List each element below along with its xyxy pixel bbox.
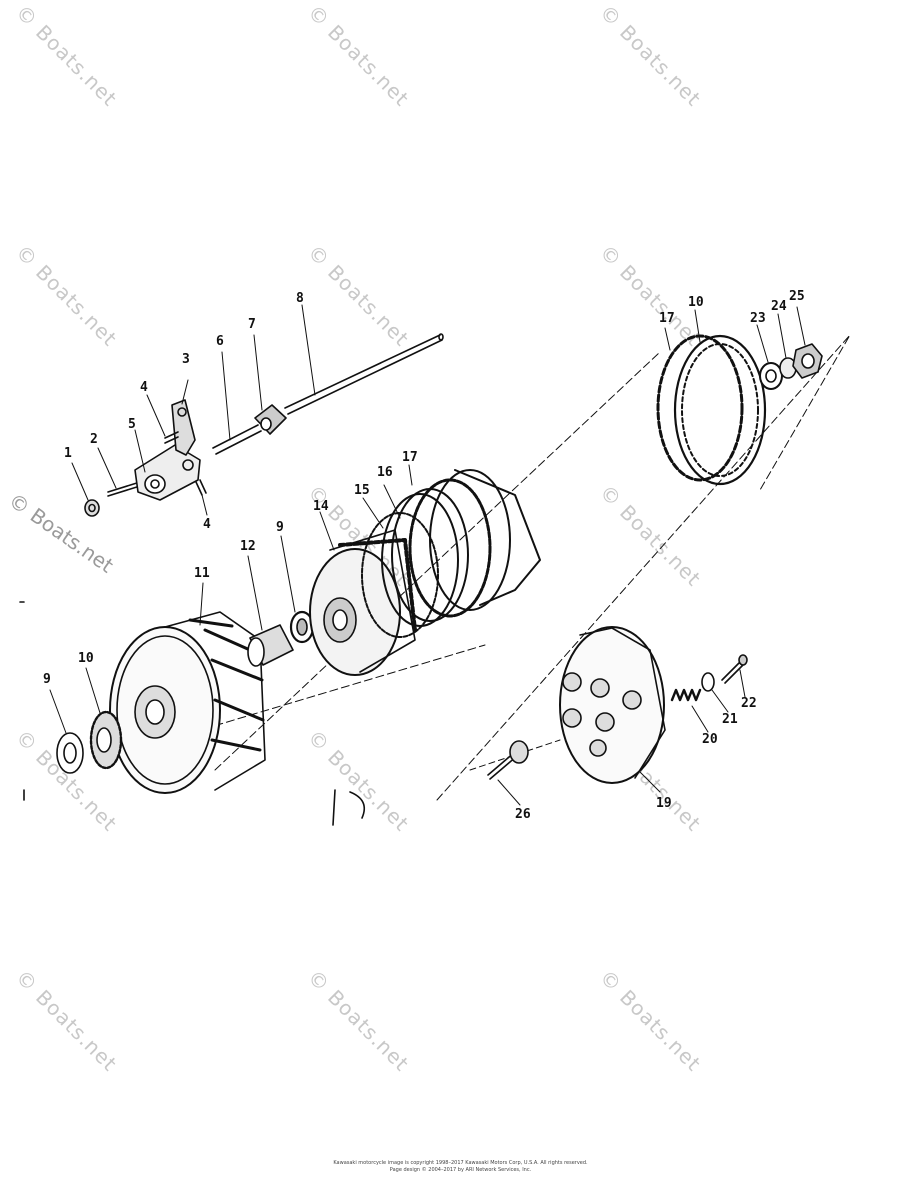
callout-4-lower: 4 bbox=[203, 517, 211, 532]
part-21-washer bbox=[701, 672, 715, 692]
fragment-mark bbox=[332, 789, 366, 826]
callout-26: 26 bbox=[515, 807, 531, 822]
callout-23: 23 bbox=[750, 311, 766, 326]
part-11-clutch-housing bbox=[109, 611, 266, 794]
leader-lines bbox=[49, 304, 806, 806]
callout-4-upper: 4 bbox=[140, 380, 148, 395]
part-3-lever bbox=[171, 399, 196, 456]
part-9-washer-lower bbox=[56, 732, 84, 774]
part-6-rod bbox=[212, 424, 262, 455]
callout-10-lower: 10 bbox=[78, 651, 94, 666]
footer-copyright-line-1: Kawasaki motorcycle image is copyright 1… bbox=[333, 1160, 588, 1166]
part-25-nut bbox=[792, 343, 823, 379]
callout-25: 25 bbox=[789, 289, 805, 304]
part-5-bracket bbox=[134, 444, 201, 501]
callout-8: 8 bbox=[296, 291, 304, 306]
assembly-line-right bbox=[436, 334, 851, 801]
callout-9-lower: 9 bbox=[43, 672, 51, 687]
assembly-line-pushrod bbox=[469, 739, 561, 771]
callout-9-upper: 9 bbox=[276, 520, 284, 535]
part-12-sleeve bbox=[247, 624, 294, 667]
callout-15: 15 bbox=[354, 483, 370, 498]
callout-5: 5 bbox=[128, 417, 136, 432]
part-4-screw-upper bbox=[164, 431, 179, 444]
callout-17-upper: 17 bbox=[659, 311, 675, 326]
part-26-pushrod bbox=[487, 740, 529, 780]
part-22-bolt bbox=[721, 654, 748, 684]
callout-12: 12 bbox=[240, 539, 256, 554]
part-7-bushing bbox=[254, 404, 287, 435]
part-14-clutch-hub bbox=[309, 529, 417, 676]
callout-21: 21 bbox=[722, 712, 738, 727]
callout-3: 3 bbox=[182, 352, 190, 367]
part-17-plate-stack bbox=[408, 469, 541, 618]
part-8-pushrod bbox=[284, 333, 444, 415]
part-20-spring bbox=[670, 688, 702, 702]
callout-1: 1 bbox=[64, 446, 72, 461]
callout-22: 22 bbox=[741, 696, 757, 711]
part-17-plate-upper bbox=[656, 334, 744, 482]
part-23-washer bbox=[759, 362, 783, 390]
callout-17-middle: 17 bbox=[402, 450, 418, 465]
callout-19: 19 bbox=[656, 796, 672, 811]
callout-20: 20 bbox=[702, 732, 718, 747]
callout-2: 2 bbox=[90, 432, 98, 447]
callout-14: 14 bbox=[313, 499, 329, 514]
callout-7: 7 bbox=[248, 317, 256, 332]
callout-11: 11 bbox=[194, 566, 210, 581]
part-18-plate-upper bbox=[673, 334, 767, 486]
callout-16: 16 bbox=[377, 465, 393, 480]
callout-24: 24 bbox=[771, 299, 787, 314]
callout-10-upper: 10 bbox=[688, 295, 704, 310]
part-1-nut bbox=[84, 499, 100, 517]
part-2-screw bbox=[107, 481, 141, 497]
part-19-pressure-plate bbox=[559, 626, 666, 784]
footer-copyright-line-2: Page design © 2004–2017 by ARI Network S… bbox=[389, 1167, 532, 1173]
part-10-gear-lower bbox=[89, 710, 123, 770]
part-4-screw-lower bbox=[195, 479, 207, 496]
callout-6: 6 bbox=[216, 334, 224, 349]
edge-mark-left bbox=[19, 601, 25, 801]
